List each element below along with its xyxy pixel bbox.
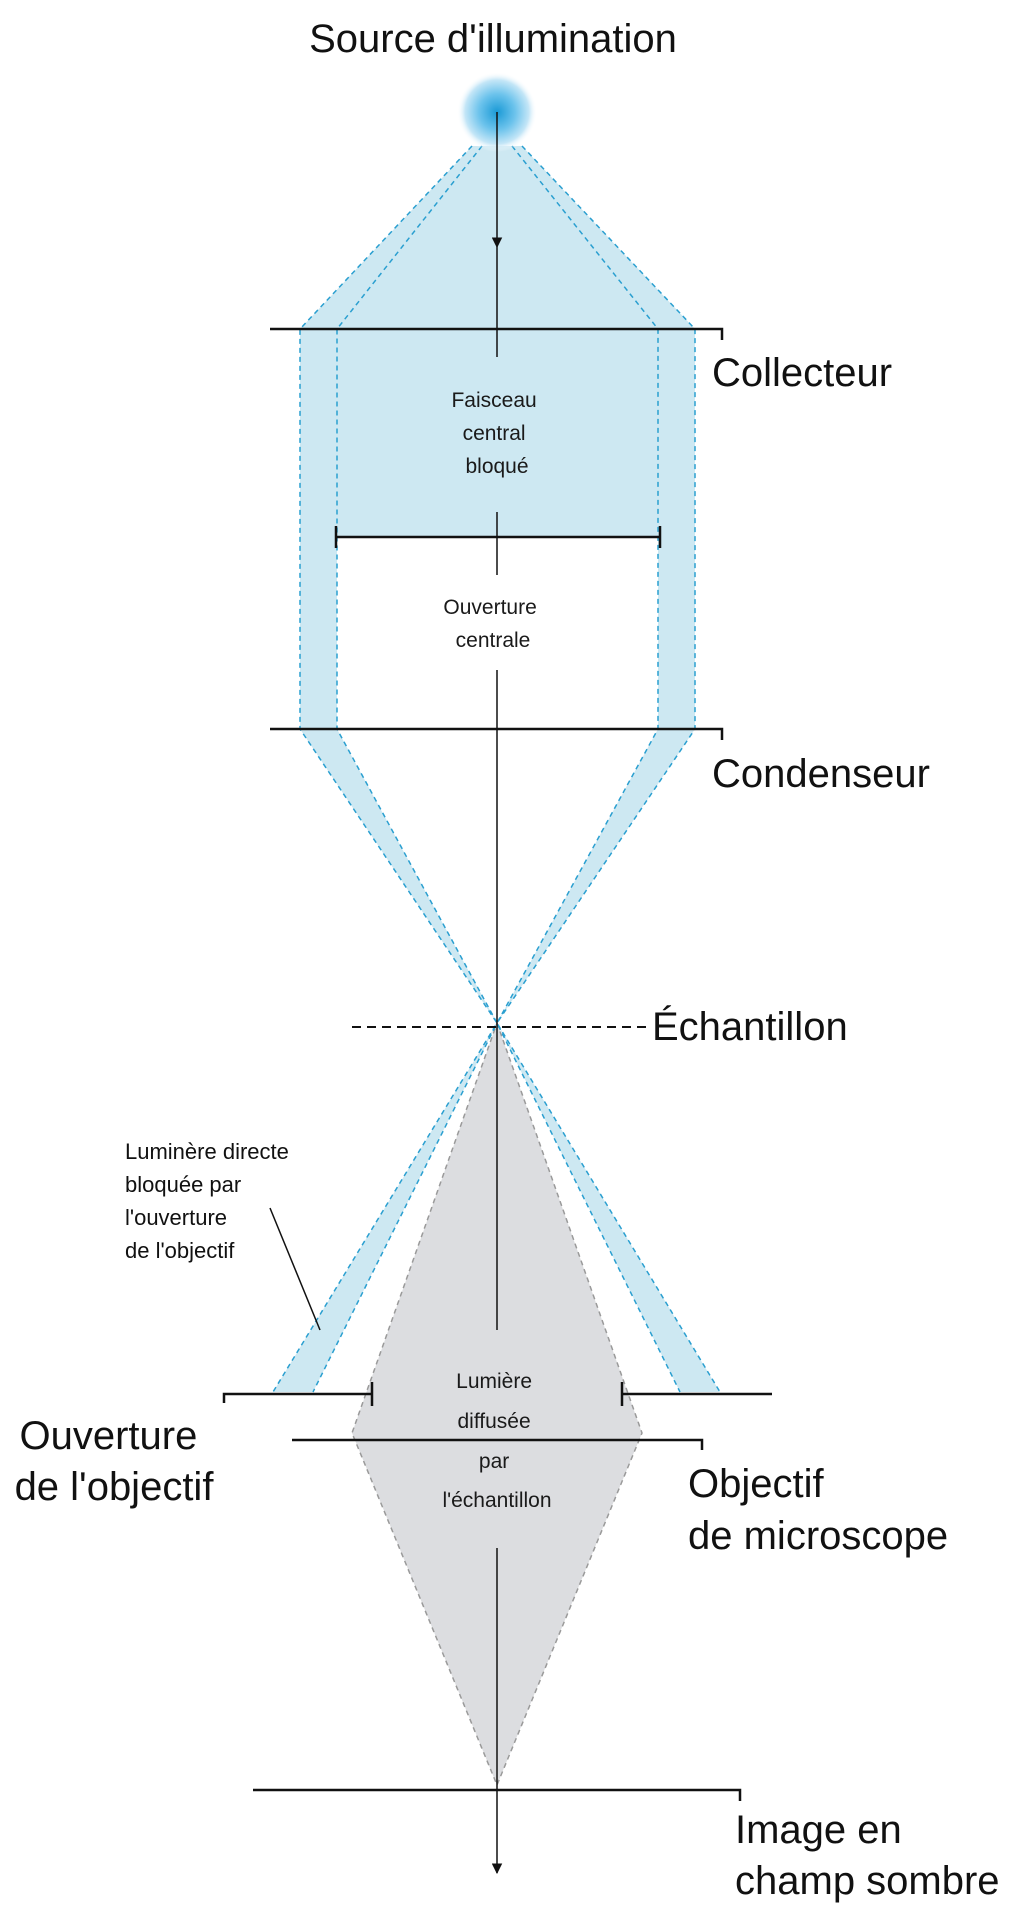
objective-aperture-stops <box>370 1382 624 1406</box>
collector-lens-line <box>270 327 724 340</box>
condenser-label: Condenseur <box>712 752 930 796</box>
objective-aperture-left <box>222 1392 372 1403</box>
beam-left-diverging <box>273 1023 497 1392</box>
objective-lens-line <box>292 1438 704 1450</box>
beam-left-band <box>300 536 337 729</box>
direct-light-blocked-label: Luminère directe bloquée par l'ouverture… <box>125 1139 295 1263</box>
beam-right-band <box>658 536 695 729</box>
sample-label: Échantillon <box>652 1004 848 1049</box>
blocked-beam-label: Faisceau central bloqué <box>451 389 542 478</box>
condenser-lens-line <box>270 727 724 740</box>
collector-label: Collecteur <box>712 351 892 395</box>
scattered-light-label: Lumière diffusée par l'échantillon <box>442 1370 551 1512</box>
central-stop-bar <box>334 526 662 548</box>
source-label: Source d'illumination <box>309 17 677 61</box>
objective-label: Objectif de microscope <box>688 1462 948 1558</box>
central-aperture-label: Ouverture centrale <box>443 596 542 652</box>
scattered-light-cone <box>351 1020 643 1787</box>
image-plane-line <box>253 1788 742 1801</box>
optical-planes <box>222 327 772 1801</box>
beam-right-diverging <box>497 1023 720 1392</box>
beam-blocked-center <box>300 329 695 536</box>
image-label: Image en champ sombre <box>735 1808 1000 1903</box>
direct-light-pointer <box>269 1207 321 1331</box>
objective-aperture-label: Ouverture de l'objectif <box>15 1414 215 1509</box>
